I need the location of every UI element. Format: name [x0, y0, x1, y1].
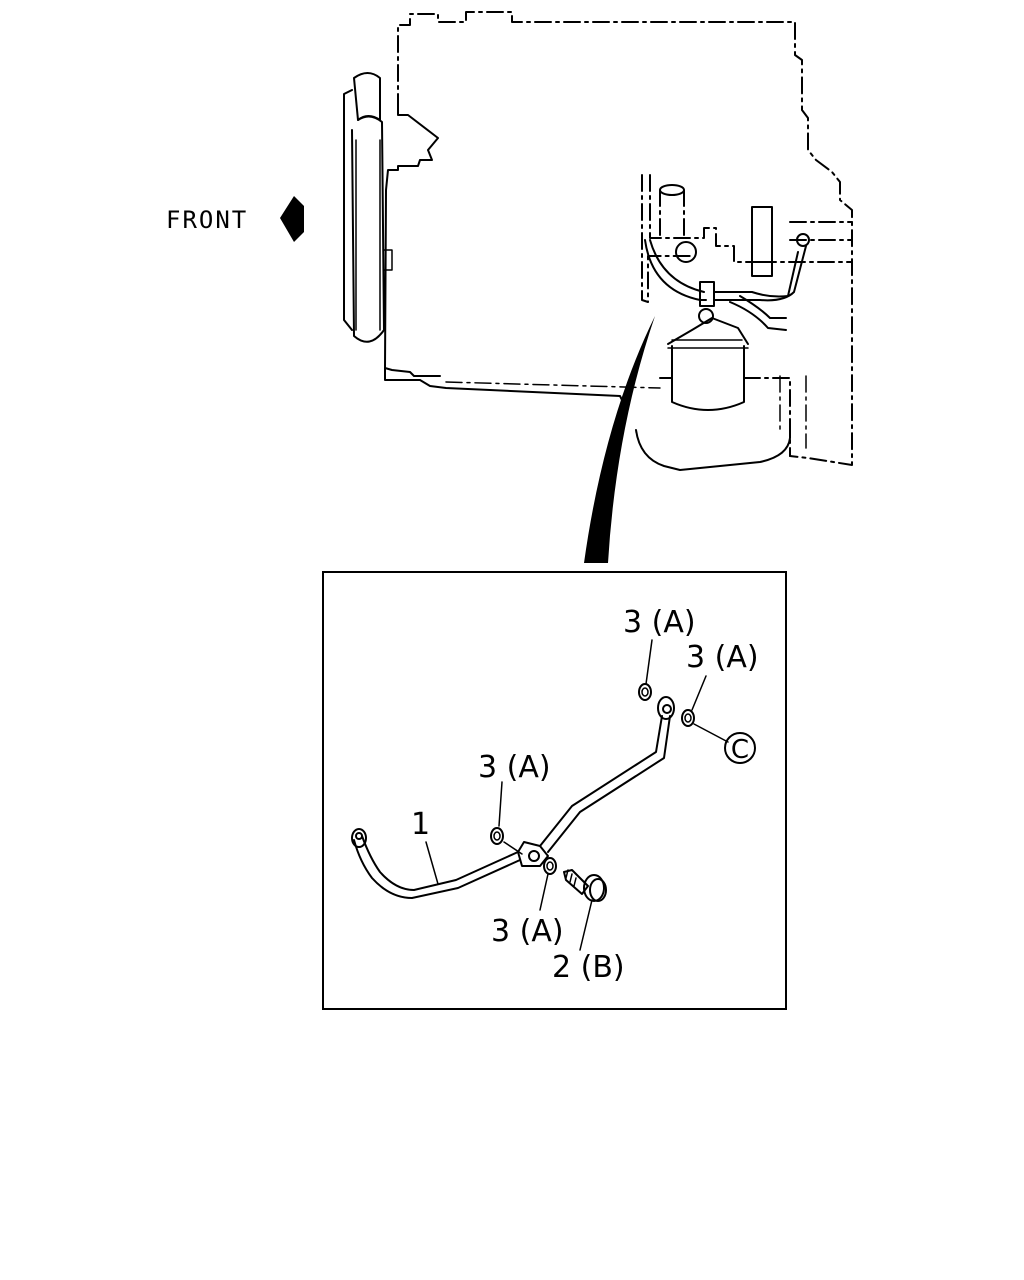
detail-frame — [322, 571, 787, 1010]
detail-callout-pointer — [584, 316, 655, 563]
svg-text:C: C — [731, 735, 749, 765]
detail-view: C 1 3 (A) 3 (A) 3 (A) 3 (A) 2 (B) — [322, 571, 787, 1010]
oil-pan — [384, 367, 623, 401]
washer-middle — [490, 827, 504, 845]
callout-washer-top: 3 (A) — [623, 605, 696, 640]
engine-overview: FRONT — [166, 11, 853, 563]
oil-filter-assembly — [635, 174, 853, 471]
connection-marker-c: C — [724, 732, 756, 765]
washer-top-right — [681, 709, 695, 727]
front-arrow-icon — [280, 196, 304, 242]
front-label: FRONT — [166, 206, 248, 234]
front-pulley — [343, 72, 393, 343]
oil-pipe — [351, 696, 675, 899]
leader-lines — [425, 639, 729, 951]
timing-case — [384, 109, 441, 377]
callout-washer-bottom: 3 (A) — [491, 914, 564, 949]
engine-block-outline — [397, 11, 853, 466]
callout-pipe: 1 — [411, 807, 430, 842]
callout-washer-middle: 3 (A) — [478, 750, 551, 785]
washer-bottom — [543, 857, 557, 875]
eye-bolt — [563, 869, 607, 902]
callout-washer-top-right: 3 (A) — [686, 640, 759, 675]
washer-top — [638, 683, 652, 701]
callout-bolt: 2 (B) — [552, 950, 625, 985]
